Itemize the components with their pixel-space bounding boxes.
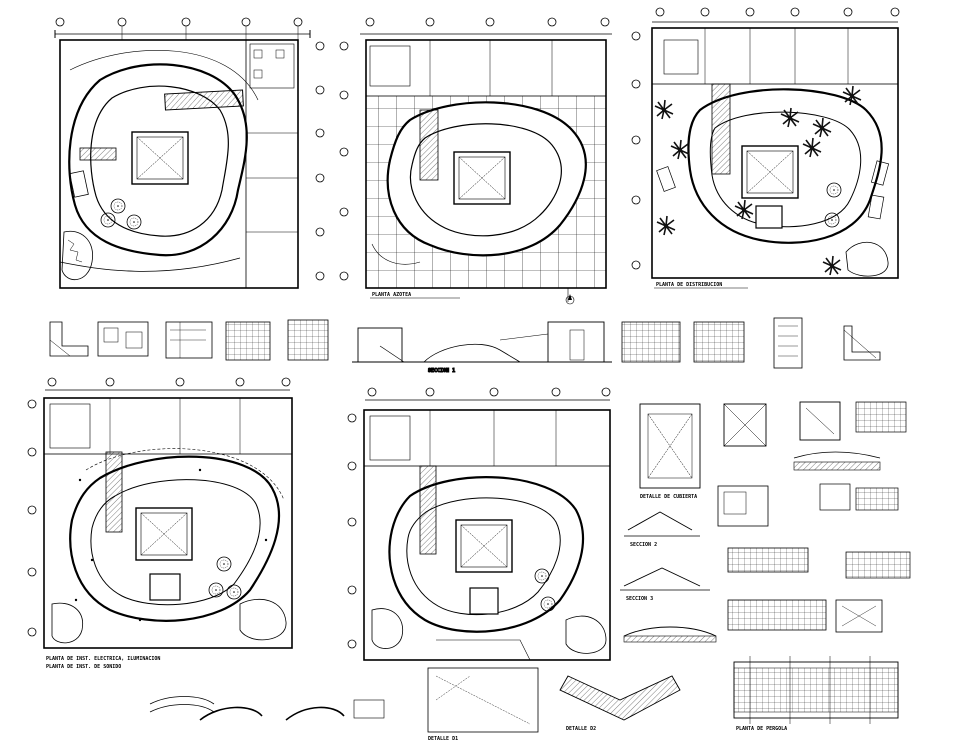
north-arrow-icon [565, 294, 575, 305]
plan-ground-floor [347, 387, 611, 661]
label-plan-electrical-2: PLANTA DE INST. DE SONIDO [46, 664, 121, 670]
plan-distribution: PLANTA DE DISTRIBUCION [631, 7, 900, 289]
plan-roof-grid: PLANTA AZOTEA [339, 17, 612, 302]
label-detail-2: DETALLE D2 [566, 726, 596, 732]
label-plan-distribution: PLANTA DE DISTRIBUCION [656, 282, 722, 288]
label-bridge-plan: PLANTA DE PERGOLA [736, 726, 787, 732]
plan-site-layout [54, 17, 325, 289]
detail-cluster-right: DETALLE DE CUBIERTA SECCION 2 SECCION 3 … [149, 401, 911, 742]
label-plan-electrical-1: PLANTA DE INST. ELECTRICA, ILUMINACION [46, 656, 160, 662]
detail-row-middle: SECCION 1 [49, 317, 881, 375]
label-plan-roof: PLANTA AZOTEA [372, 292, 411, 298]
plan-electrical: PLANTA DE INST. ELECTRICA, ILUMINACION P… [27, 377, 293, 670]
label-section-1: SECCION 1 [428, 368, 455, 374]
label-detail-1: DETALLE D1 [428, 736, 458, 742]
label-roof-detail: DETALLE DE CUBIERTA [640, 494, 697, 500]
label-section-2: SECCION 2 [630, 542, 657, 548]
label-section-3: SECCION 3 [626, 596, 653, 602]
